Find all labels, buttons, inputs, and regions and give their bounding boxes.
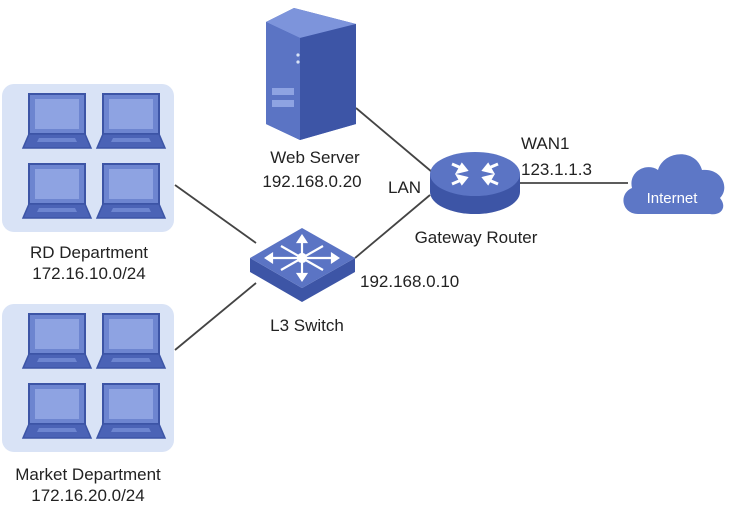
- router-icon: [430, 152, 520, 214]
- market-department-group: [2, 304, 174, 452]
- router-wan-label: WAN1: [521, 134, 570, 153]
- market-department-subnet: 172.16.20.0/24: [31, 486, 144, 505]
- laptop-icon: [96, 383, 166, 439]
- internet-label: Internet: [647, 190, 699, 207]
- laptop-icon: [96, 313, 166, 369]
- link-market-to-switch: [174, 282, 257, 351]
- rd-department-group: [2, 84, 174, 232]
- cloud-icon: [623, 154, 725, 215]
- link-server-to-router: [355, 107, 433, 173]
- laptop-icon: [96, 93, 166, 149]
- rd-department-label: RD Department: [30, 243, 148, 262]
- gateway-router-label: Gateway Router: [415, 228, 538, 247]
- switch-icon: [250, 228, 355, 302]
- laptop-icon: [22, 383, 92, 439]
- l3-switch-label: L3 Switch: [270, 316, 344, 335]
- server-icon: [266, 8, 356, 140]
- links: [174, 107, 628, 351]
- link-rd-to-switch: [174, 184, 257, 244]
- market-department-label: Market Department: [15, 465, 161, 484]
- web-server-label: Web Server: [270, 148, 360, 167]
- laptop-icon: [22, 163, 92, 219]
- laptop-icon: [96, 163, 166, 219]
- link-switch-to-router: [354, 194, 431, 259]
- router-lan-label: LAN: [388, 178, 421, 197]
- router-wan-ip: 123.1.1.3: [521, 160, 592, 179]
- laptop-icon: [22, 313, 92, 369]
- rd-department-subnet: 172.16.10.0/24: [32, 264, 145, 283]
- laptop-icon: [22, 93, 92, 149]
- web-server-ip: 192.168.0.20: [262, 172, 361, 191]
- switch-ip: 192.168.0.10: [360, 272, 459, 291]
